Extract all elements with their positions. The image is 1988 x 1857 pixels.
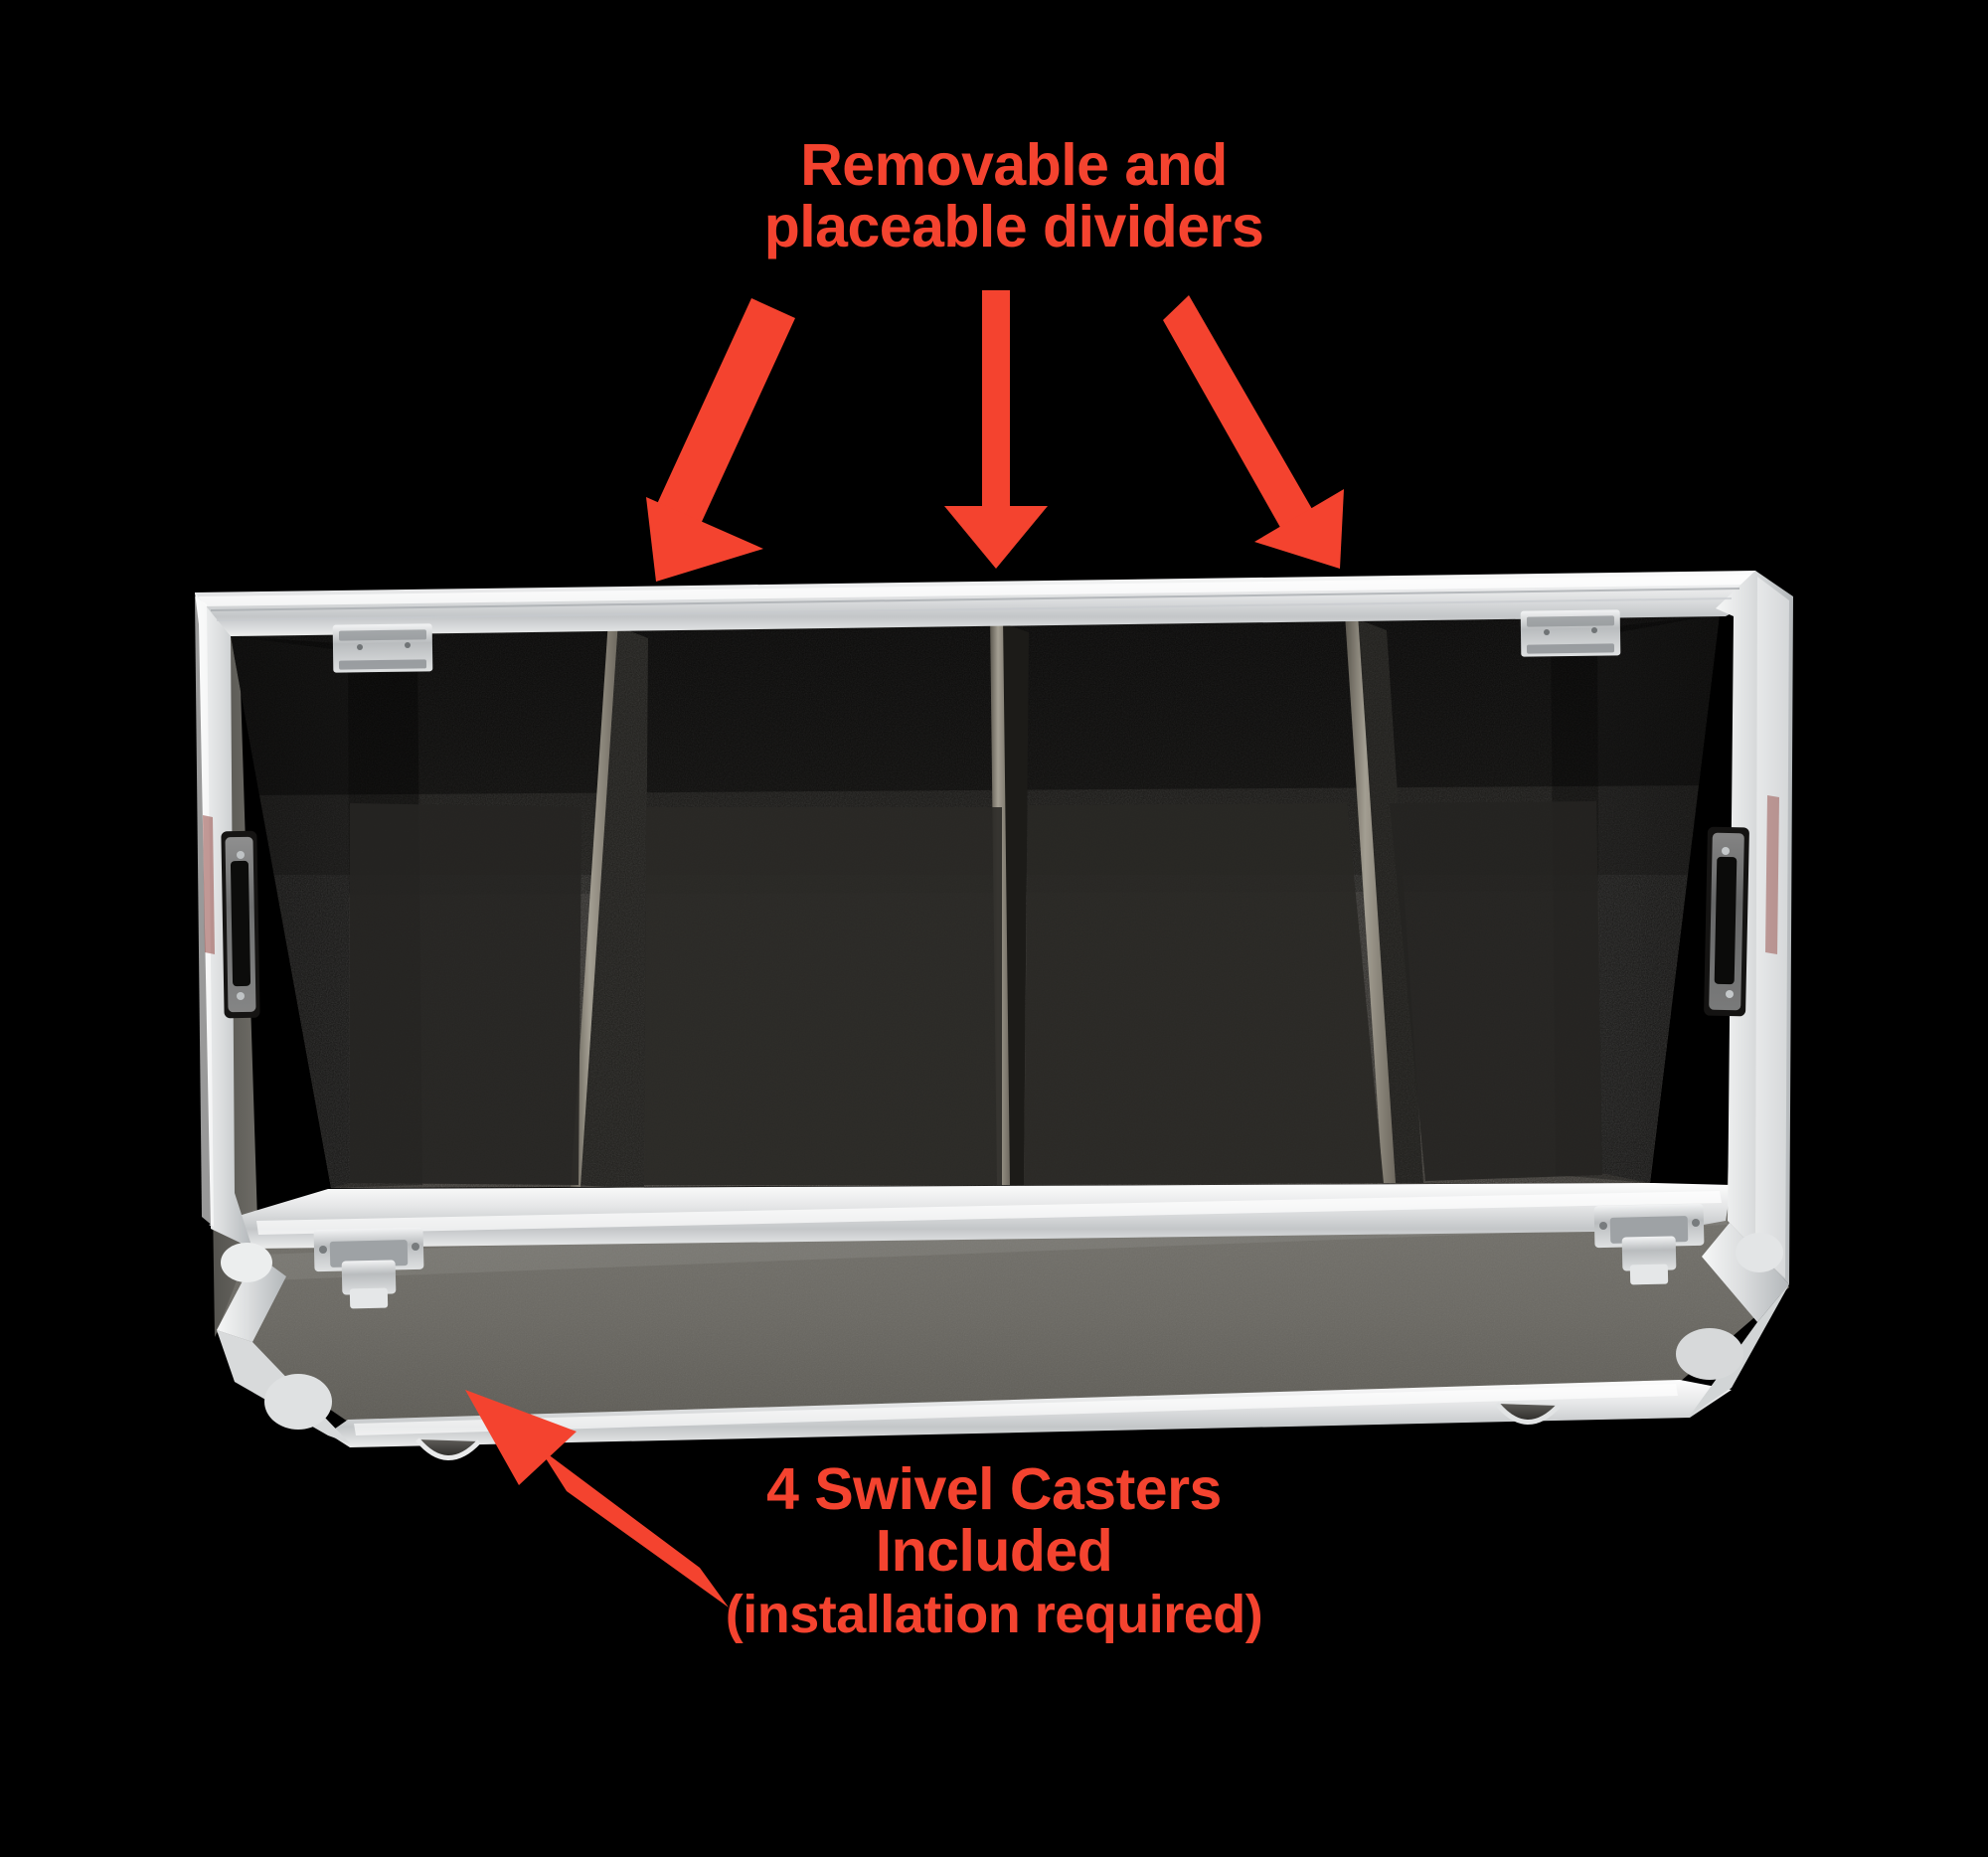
divider-1-face-grain — [575, 624, 648, 1189]
dividers-annotation-line2: placeable dividers — [763, 193, 1264, 259]
divider-1 — [571, 620, 648, 1189]
case-edge-red-sliver-left — [203, 815, 215, 954]
compartment-2-foam-face — [644, 807, 1002, 1185]
corner-cap-bottom-right — [1676, 1328, 1743, 1380]
rim-right-rail — [1716, 571, 1793, 1284]
corner-cap-bottom-left — [264, 1374, 332, 1430]
casters-annotation-text: 4 Swivel Casters Included (installation … — [427, 1456, 1561, 1644]
divider-1-top-edge — [571, 620, 618, 1187]
casters-annotation-line1: 4 Swivel Casters — [766, 1456, 1222, 1522]
divider-3-face-grain — [1350, 616, 1423, 1183]
frame-right-diagonal — [1702, 1223, 1789, 1322]
frame-bottom-rail-highlight — [354, 1384, 1678, 1435]
casters-annotation-line3: (installation required) — [725, 1584, 1263, 1644]
corner-cap-top-left — [221, 1243, 272, 1282]
hinge-right — [1520, 609, 1621, 657]
side-handle-right — [1704, 826, 1749, 1017]
latch-right — [1593, 1203, 1705, 1285]
latch-left — [313, 1227, 424, 1309]
side-handle-left — [221, 830, 260, 1019]
corner-caps — [221, 1233, 1783, 1430]
caster-stub-right — [1495, 1402, 1561, 1425]
compartment-1-foam-face — [350, 803, 581, 1185]
case-edge-red-sliver-right — [1765, 795, 1779, 954]
caster-stub-left — [415, 1437, 481, 1460]
rim-back-rail-highlight — [199, 575, 1757, 606]
rim-back-detail-line — [210, 588, 1740, 611]
divider-3 — [1345, 614, 1423, 1183]
dividers-annotation-line1: Removable and — [800, 132, 1228, 198]
compartment-3-foam-face — [1024, 803, 1384, 1185]
hinge-left — [332, 623, 433, 673]
divider-3-top-edge — [1345, 614, 1396, 1183]
frame-left-diagonal — [217, 1255, 286, 1342]
rim-front-rail-highlight — [256, 1191, 1722, 1235]
case-front-panel-texture — [217, 1188, 1789, 1422]
casters-annotation-line2: Included — [875, 1517, 1113, 1584]
dividers-annotation-text: Removable and placeable dividers — [636, 132, 1392, 259]
rim-right-rail-edge — [1755, 577, 1789, 1278]
compartment-4-foam-face — [1390, 801, 1602, 1181]
corner-cap-top-right — [1736, 1233, 1783, 1272]
rim-back-detail-line-2 — [216, 597, 1733, 621]
